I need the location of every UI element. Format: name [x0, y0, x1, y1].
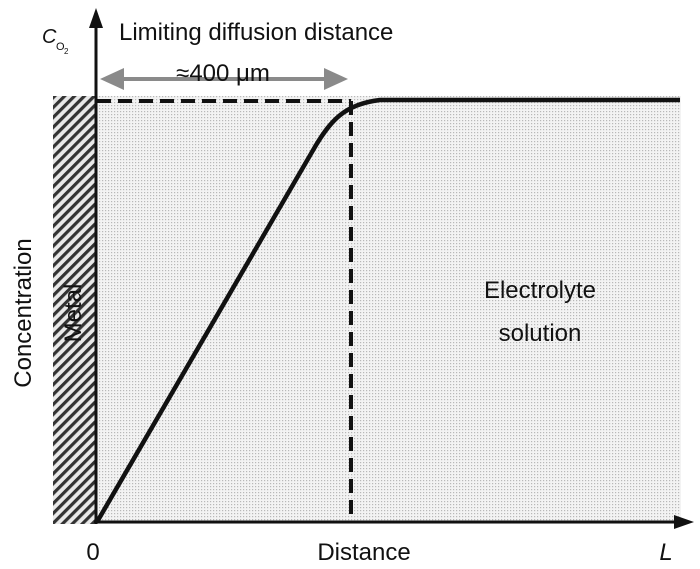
metal-label: Metal [60, 284, 87, 343]
y-axis-arrowhead [89, 8, 103, 28]
y-axis-title: Concentration [10, 238, 37, 387]
electrolyte-label-line2: solution [499, 320, 582, 347]
x-axis-arrowhead [674, 515, 694, 529]
x-axis-title: Distance [317, 539, 410, 566]
header-label: Limiting diffusion distance [119, 19, 393, 46]
distance-arrowhead-left [100, 68, 124, 90]
distance-arrowhead-right [324, 68, 348, 90]
concentration-profile-curve [95, 97, 680, 524]
x-end-label: L [659, 539, 672, 566]
y-axis-subscript: O [56, 41, 65, 53]
metal-region [53, 96, 95, 524]
electrolyte-region [97, 96, 681, 524]
x-origin-label: 0 [86, 539, 99, 566]
y-axis-subscript-index: 2 [64, 47, 69, 56]
distance-label: ≈400 μm [176, 60, 270, 87]
y-axis-symbol: C [42, 26, 57, 48]
electrolyte-label-line1: Electrolyte [484, 277, 596, 304]
